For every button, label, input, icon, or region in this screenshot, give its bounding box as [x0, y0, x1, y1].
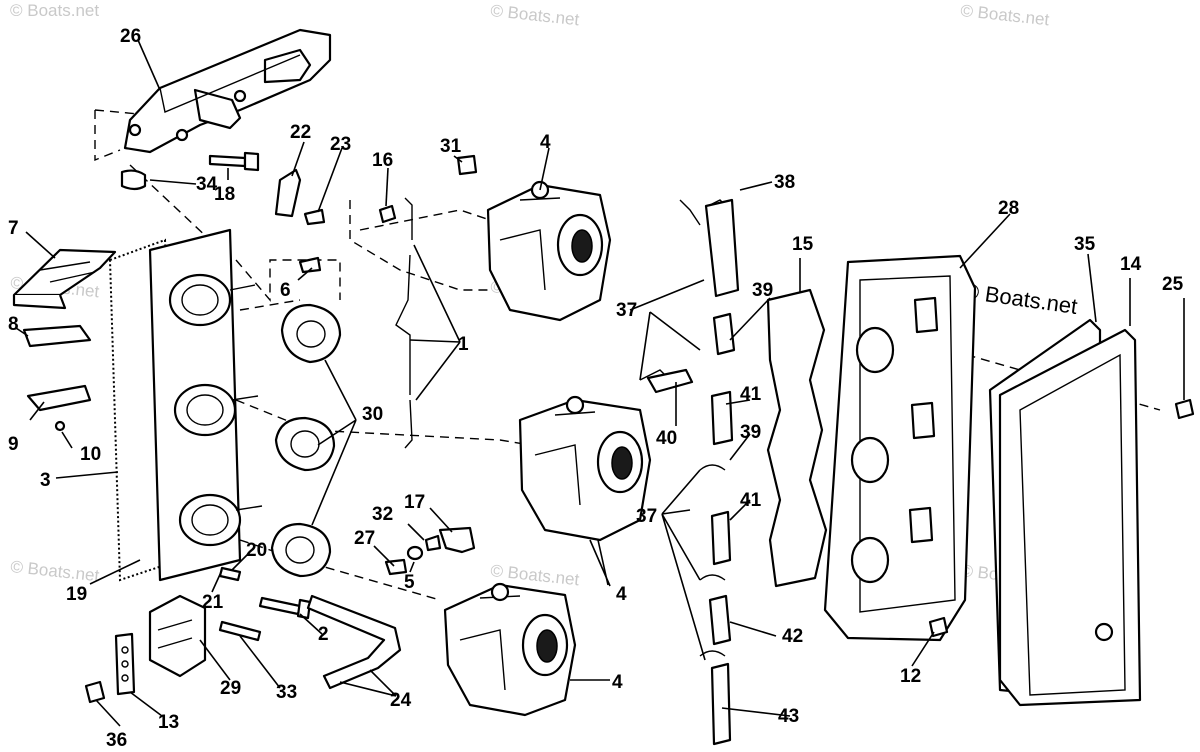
screw: [54, 420, 66, 432]
screw: [303, 208, 326, 226]
watermark: © Boats.net: [490, 1, 581, 29]
silencer-cover: [988, 318, 1142, 707]
callout-19: 19: [66, 584, 87, 605]
callout-10: 10: [80, 444, 101, 465]
bolt: [208, 151, 260, 172]
reed-petal: [22, 324, 92, 348]
washer: [406, 545, 424, 561]
screw: [1174, 398, 1195, 420]
callout-4-mid: 4: [616, 584, 627, 605]
callout-22: 22: [290, 122, 311, 143]
callout-26: 26: [120, 26, 141, 47]
callout-39-top: 39: [752, 280, 773, 301]
callout-31: 31: [440, 136, 462, 157]
screw: [84, 680, 106, 704]
callout-14: 14: [1120, 254, 1142, 275]
fuel-hose: [306, 594, 402, 690]
nut: [456, 154, 478, 176]
callout-41-bottom: 41: [740, 490, 762, 511]
callout-25: 25: [1162, 274, 1184, 295]
throttle-bracket: [123, 28, 332, 154]
callout-17: 17: [404, 492, 425, 513]
fuel-line-system: [639, 198, 740, 746]
callout-33: 33: [276, 682, 297, 703]
callout-29: 29: [220, 678, 241, 699]
callout-36: 36: [106, 730, 127, 751]
callout-labels: 26 34 18 22 23 16 31 4 38 28 15 35 14 25…: [8, 26, 1184, 751]
linkage-rods: [395, 197, 413, 449]
callout-18: 18: [214, 184, 235, 205]
carburetor-middle: [518, 395, 652, 542]
reed-stop: [26, 384, 92, 412]
nut: [424, 534, 442, 552]
callout-20: 20: [246, 540, 267, 561]
reed-block: [12, 248, 117, 310]
screw: [298, 256, 322, 274]
watermark: © Boats.net: [960, 1, 1051, 29]
carburetor-bottom: [443, 582, 577, 717]
retainer-plate: [274, 168, 302, 218]
carburetor-gaskets: [270, 303, 342, 578]
callout-27: 27: [354, 528, 375, 549]
callout-41-top: 41: [740, 384, 762, 405]
callout-43: 43: [778, 706, 799, 727]
callout-38: 38: [774, 172, 795, 193]
callout-37-top: 37: [616, 300, 637, 321]
primer-solenoid-bracket: [148, 594, 207, 678]
silencer-base: [823, 254, 977, 642]
intake-cover-gasket: [766, 288, 828, 588]
callout-35: 35: [1074, 234, 1096, 255]
nut: [378, 204, 397, 224]
callout-24: 24: [390, 690, 412, 711]
leader-lines: [15, 39, 1185, 727]
callout-12: 12: [900, 666, 921, 687]
callout-42: 42: [782, 626, 803, 647]
plug-cap: [120, 169, 147, 191]
callout-8: 8: [8, 314, 19, 335]
callout-2: 2: [318, 624, 329, 645]
callout-15: 15: [792, 234, 814, 255]
callout-3: 3: [40, 470, 51, 491]
screw: [928, 616, 949, 638]
callout-21: 21: [202, 592, 224, 613]
watermark: © Boats.net: [10, 1, 99, 20]
callout-7: 7: [8, 218, 19, 239]
choke-bracket: [438, 526, 476, 554]
watermark: © Boats.net: [10, 557, 101, 585]
callout-4-bottom: 4: [612, 672, 623, 693]
callout-32: 32: [372, 504, 393, 525]
callout-30: 30: [362, 404, 383, 425]
callout-13: 13: [158, 712, 179, 733]
watermark: © Boats.net: [961, 278, 1079, 319]
callout-5: 5: [404, 572, 415, 593]
intake-manifold: [148, 228, 263, 582]
callout-40: 40: [656, 428, 677, 449]
callout-16: 16: [372, 150, 393, 171]
callout-39-mid: 39: [740, 422, 761, 443]
callout-28: 28: [998, 198, 1019, 219]
carburetor-top: [486, 180, 612, 322]
callout-1: 1: [458, 334, 469, 355]
callout-4-top: 4: [540, 132, 551, 153]
callout-37-bottom: 37: [636, 506, 657, 527]
callout-6: 6: [280, 280, 291, 301]
manifold-bolts: [218, 566, 312, 642]
callout-34: 34: [196, 174, 218, 195]
callout-23: 23: [330, 134, 351, 155]
spacer-plate: [114, 632, 136, 696]
callout-9: 9: [8, 434, 19, 455]
